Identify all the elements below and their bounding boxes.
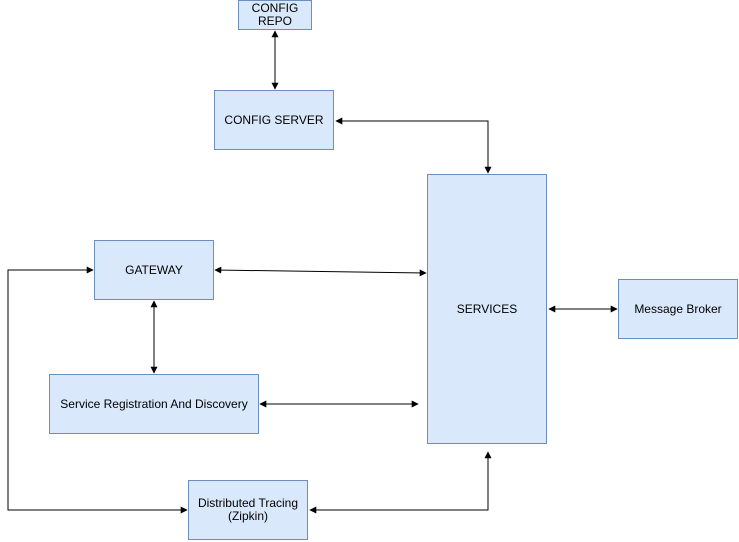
service-registration-label: Service Registration And Discovery <box>60 396 248 411</box>
message-broker-node[interactable]: Message Broker <box>618 279 738 339</box>
service-registration-node[interactable]: Service Registration And Discovery <box>49 374 259 434</box>
edge-gateway-services <box>214 266 427 277</box>
message-broker-label: Message Broker <box>634 301 722 316</box>
config-server-label: CONFIG SERVER <box>224 112 324 127</box>
distributed-tracing-label: Distributed Tracing (Zipkin) <box>197 496 299 523</box>
gateway-node[interactable]: GATEWAY <box>94 240 214 300</box>
edge-config-server-services <box>335 117 492 174</box>
gateway-label: GATEWAY <box>125 262 183 277</box>
edge-tracing-gateway <box>7 266 188 514</box>
config-repo-node[interactable]: CONFIG REPO <box>238 0 312 30</box>
config-repo-label: CONFIG REPO <box>251 1 299 28</box>
services-node[interactable]: SERVICES <box>427 174 547 444</box>
services-label: SERVICES <box>456 301 518 316</box>
edge-tracing-services <box>309 451 492 514</box>
distributed-tracing-node[interactable]: Distributed Tracing (Zipkin) <box>188 480 308 540</box>
config-server-node[interactable]: CONFIG SERVER <box>214 90 334 150</box>
